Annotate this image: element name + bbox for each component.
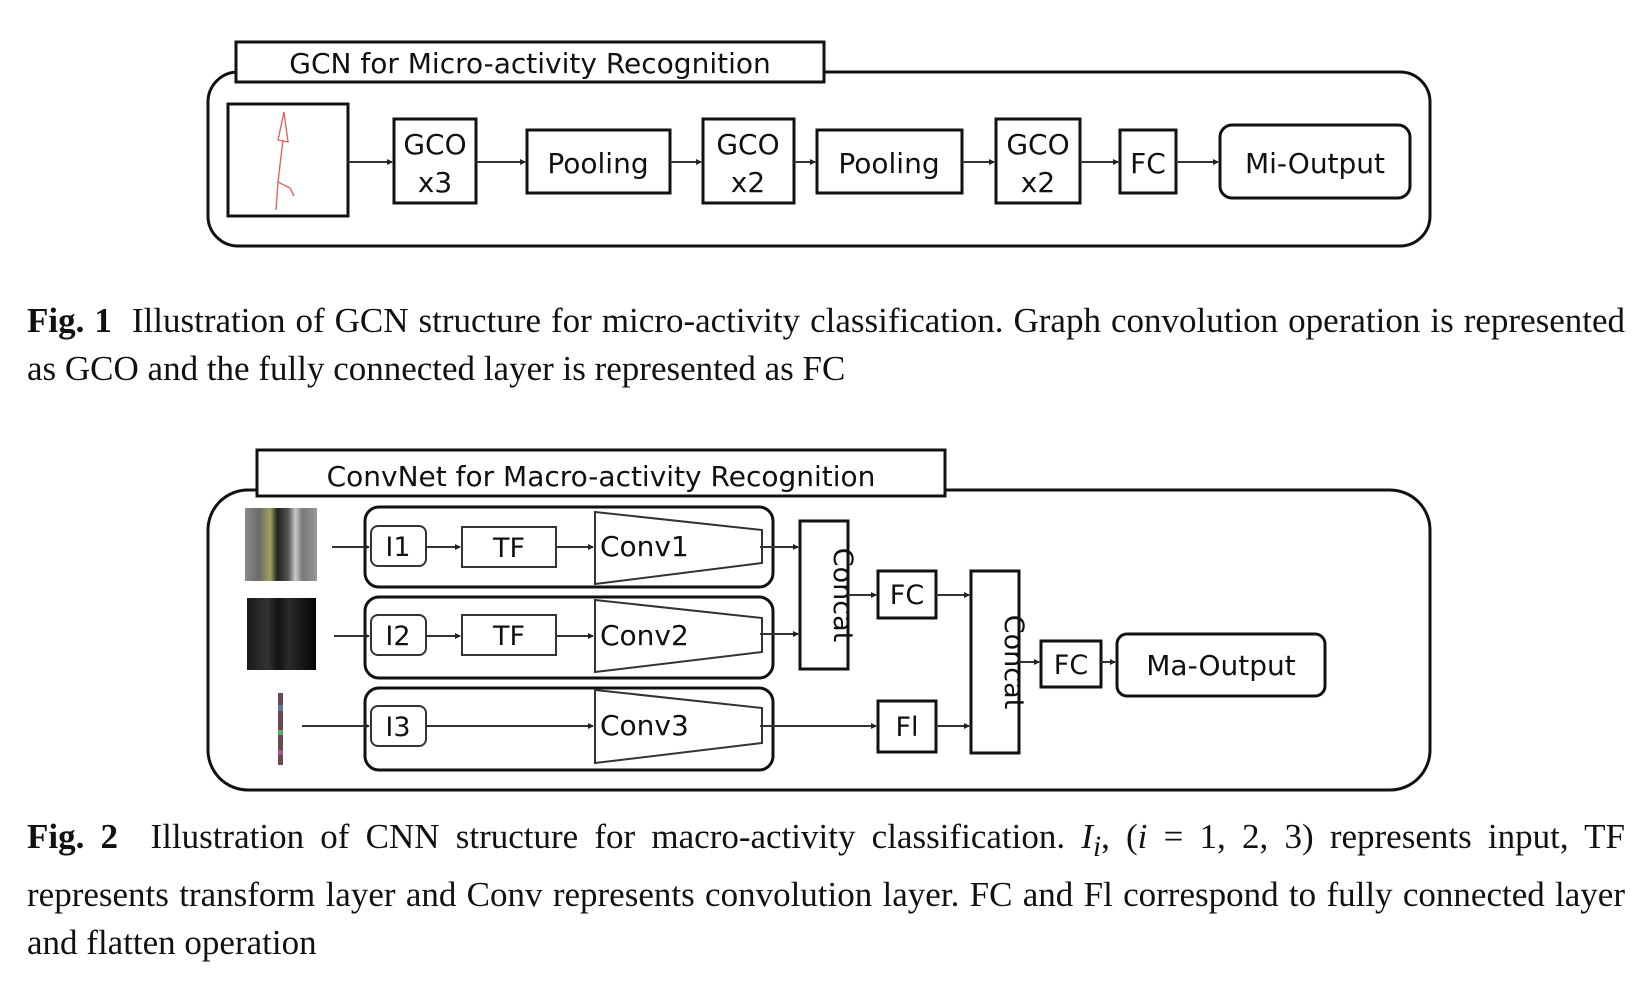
tf-label: TF: [492, 621, 525, 652]
fig1-caption-label: Fig. 1: [27, 301, 112, 340]
fig1-output-block: [1218, 123, 1412, 200]
conv-block-1: [594, 510, 763, 586]
fig2-title: ConvNet for Macro-activity Recognition: [327, 460, 876, 493]
gco-label: GCO: [716, 128, 779, 161]
input-label: I3: [385, 712, 410, 743]
flatten-label: Fl: [895, 712, 918, 743]
fig2-title-box: [255, 448, 947, 498]
fc-label: FC: [1054, 650, 1088, 681]
fig1-input-image: [226, 102, 350, 218]
fig1-fc-block: [1118, 128, 1178, 195]
concat-block-2: [969, 569, 1021, 755]
fc-block-1: [876, 569, 938, 620]
gco-label: GCO: [1006, 128, 1069, 161]
gco-repeat: x2: [1021, 166, 1055, 199]
fig1-gco-block-3: [994, 117, 1082, 205]
input-image-2: [247, 598, 316, 670]
input-image-1: [245, 508, 317, 581]
fig1-title: GCN for Micro-activity Recognition: [289, 47, 770, 80]
concat-block-1: [798, 519, 850, 671]
fc-block-2: [1039, 639, 1103, 689]
ma-output-block: [1115, 632, 1327, 698]
tf-label: TF: [492, 533, 525, 564]
row-container-3: [363, 686, 775, 772]
ma-output-label: Ma-Output: [1146, 649, 1295, 682]
conv-label: Conv2: [600, 619, 689, 652]
conv-block-2: [594, 598, 763, 674]
fig2-caption: Fig. 2 Illustration of CNN structure for…: [27, 813, 1625, 967]
conv-block-3: [594, 688, 763, 765]
gco-label: GCO: [403, 128, 466, 161]
fig1-title-box: [234, 40, 826, 84]
fig2-caption-pre: Illustration of CNN structure for macro-…: [150, 817, 1082, 856]
fig1-caption: Fig. 1 Illustration of GCN structure for…: [27, 297, 1625, 393]
fig2-caption-var2: i: [1137, 817, 1148, 856]
input-label: I2: [385, 621, 410, 652]
conv-label: Conv1: [600, 530, 689, 563]
fc-label: FC: [890, 580, 924, 611]
fig2-arrows: [302, 544, 1116, 729]
fig1-caption-text: Illustration of GCN structure for micro-…: [27, 301, 1626, 388]
input-label: I1: [385, 532, 410, 563]
gco-repeat: x2: [731, 166, 765, 199]
gco-repeat: x3: [418, 166, 452, 199]
fig2-caption-var: I: [1081, 817, 1093, 856]
fig1-gco-block-1: [392, 117, 478, 205]
mi-output-label: Mi-Output: [1245, 147, 1385, 180]
skeleton-sketch-icon: [275, 111, 295, 211]
fig1-pooling-block-2: [815, 128, 964, 195]
fig2-caption-mid: , (: [1101, 817, 1138, 856]
fig1-diagram: GCN for Micro-activity Recognition GCO x…: [206, 40, 1432, 248]
fig2-caption-post: = 1, 2, 3) represents input, TF represen…: [27, 817, 1626, 962]
fig2-caption-label: Fig. 2: [27, 817, 119, 856]
pooling-label: Pooling: [838, 147, 939, 180]
fig2-caption-sub: i: [1092, 831, 1102, 863]
fig2-diagram: ConvNet for Macro-activity Recognition I…: [206, 448, 1432, 792]
fig1-gco-block-2: [701, 117, 796, 205]
input-image-3: [278, 693, 283, 765]
pooling-label: Pooling: [547, 147, 648, 180]
fc-label: FC: [1130, 147, 1166, 180]
conv-label: Conv3: [600, 709, 689, 742]
